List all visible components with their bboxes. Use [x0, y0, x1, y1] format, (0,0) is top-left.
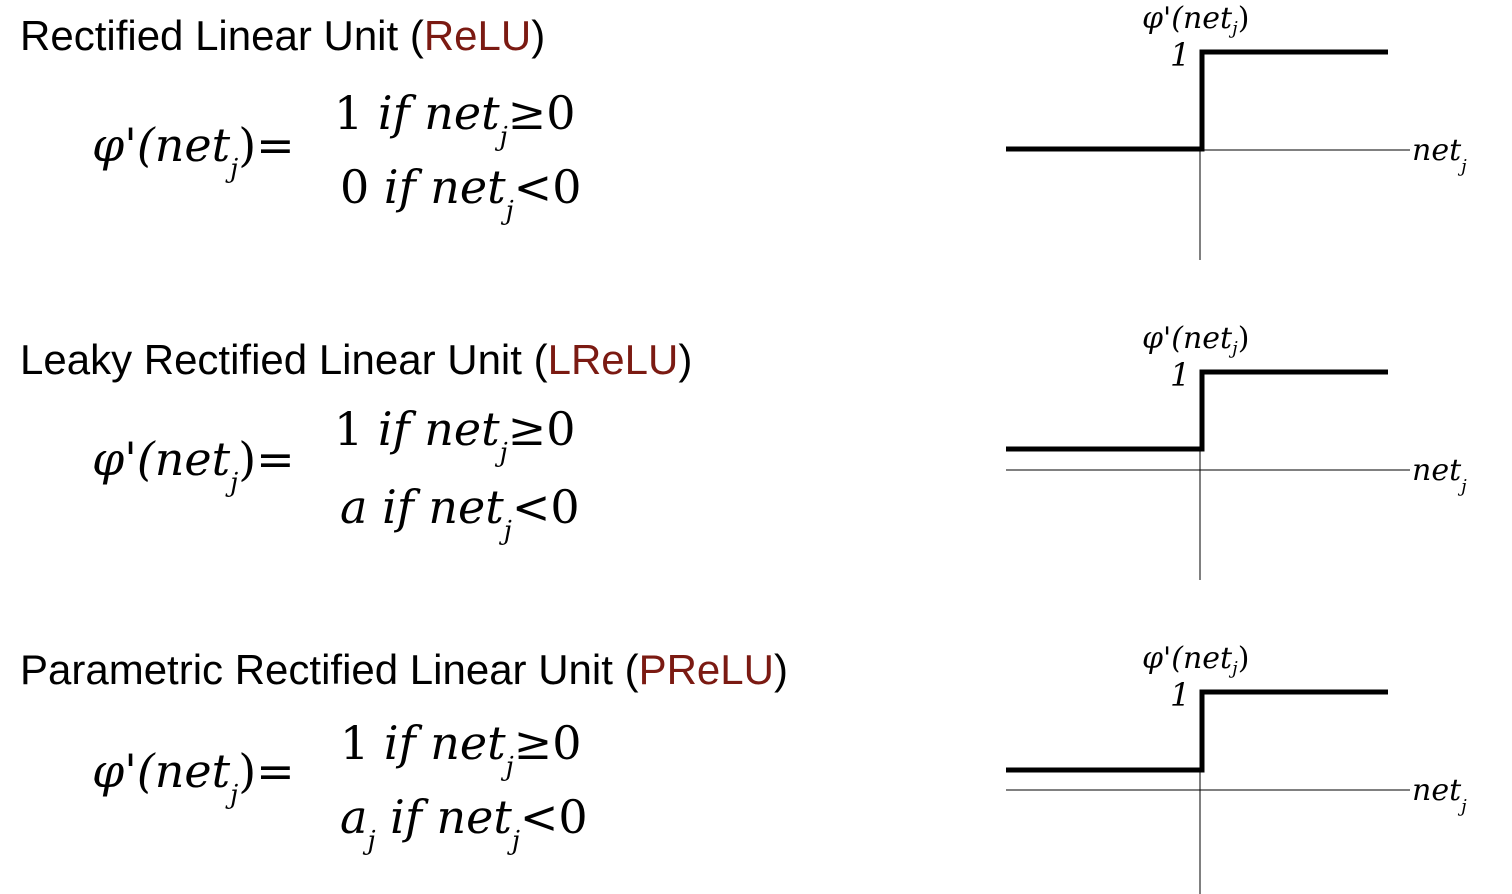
prelu-level-one-label: 1: [1170, 676, 1190, 714]
lrelu-step-curve: [1006, 369, 1388, 452]
lrelu-title-prefix: Leaky Rectified Linear Unit (: [20, 336, 548, 383]
prelu-case-negative: aj if netj<0: [340, 790, 588, 856]
relu-level-one-label: 1: [1170, 36, 1190, 74]
relu-case-negative: 0 if netj<0: [340, 160, 582, 226]
prelu-derivative-plot: φ'(netj) 1 netj: [1006, 641, 1467, 894]
lrelu-case-positive: 1 if netj≥0: [334, 402, 576, 468]
lrelu-formula-lhs: φ'(netj)=: [92, 432, 295, 498]
prelu-step-curve: [1006, 689, 1388, 773]
relu-case-positive: 1 if netj≥0: [334, 86, 576, 152]
lrelu-section: Leaky Rectified Linear Unit (LReLU) φ'(n…: [0, 310, 1512, 590]
prelu-acronym: PReLU: [638, 646, 774, 693]
lrelu-level-one-label: 1: [1170, 356, 1190, 394]
prelu-x-axis-label: netj: [1412, 773, 1467, 817]
relu-section: Rectified Linear Unit (ReLU) φ'(netj)= 1…: [0, 0, 1512, 280]
relu-step-curve: [1006, 49, 1388, 152]
relu-acronym: ReLU: [423, 12, 532, 59]
relu-derivative-plot: φ'(netj) 1 netj: [1006, 1, 1467, 260]
lrelu-title: Leaky Rectified Linear Unit (LReLU): [20, 336, 692, 384]
prelu-title: Parametric Rectified Linear Unit (PReLU): [20, 646, 788, 694]
lrelu-acronym: LReLU: [547, 336, 679, 383]
prelu-section: Parametric Rectified Linear Unit (PReLU)…: [0, 620, 1512, 894]
prelu-title-suffix: ): [773, 646, 788, 693]
lrelu-case-negative: a if netj<0: [340, 480, 580, 546]
prelu-y-axis-label: φ'(netj): [1142, 641, 1249, 679]
lrelu-derivative-plot: φ'(netj) 1 netj: [1006, 321, 1467, 580]
lrelu-title-suffix: ): [678, 336, 693, 383]
prelu-case-positive: 1 if netj≥0: [340, 716, 582, 782]
relu-y-axis-label: φ'(netj): [1142, 1, 1249, 39]
relu-formula-lhs: φ'(netj)=: [92, 118, 295, 184]
prelu-formula-lhs: φ'(netj)=: [92, 744, 295, 810]
relu-title-prefix: Rectified Linear Unit (: [20, 12, 424, 59]
relu-title: Rectified Linear Unit (ReLU): [20, 12, 545, 60]
lrelu-y-axis-label: φ'(netj): [1142, 321, 1249, 359]
prelu-title-prefix: Parametric Rectified Linear Unit (: [20, 646, 639, 693]
relu-x-axis-label: netj: [1412, 133, 1467, 177]
lrelu-x-axis-label: netj: [1412, 453, 1467, 497]
relu-title-suffix: ): [531, 12, 546, 59]
